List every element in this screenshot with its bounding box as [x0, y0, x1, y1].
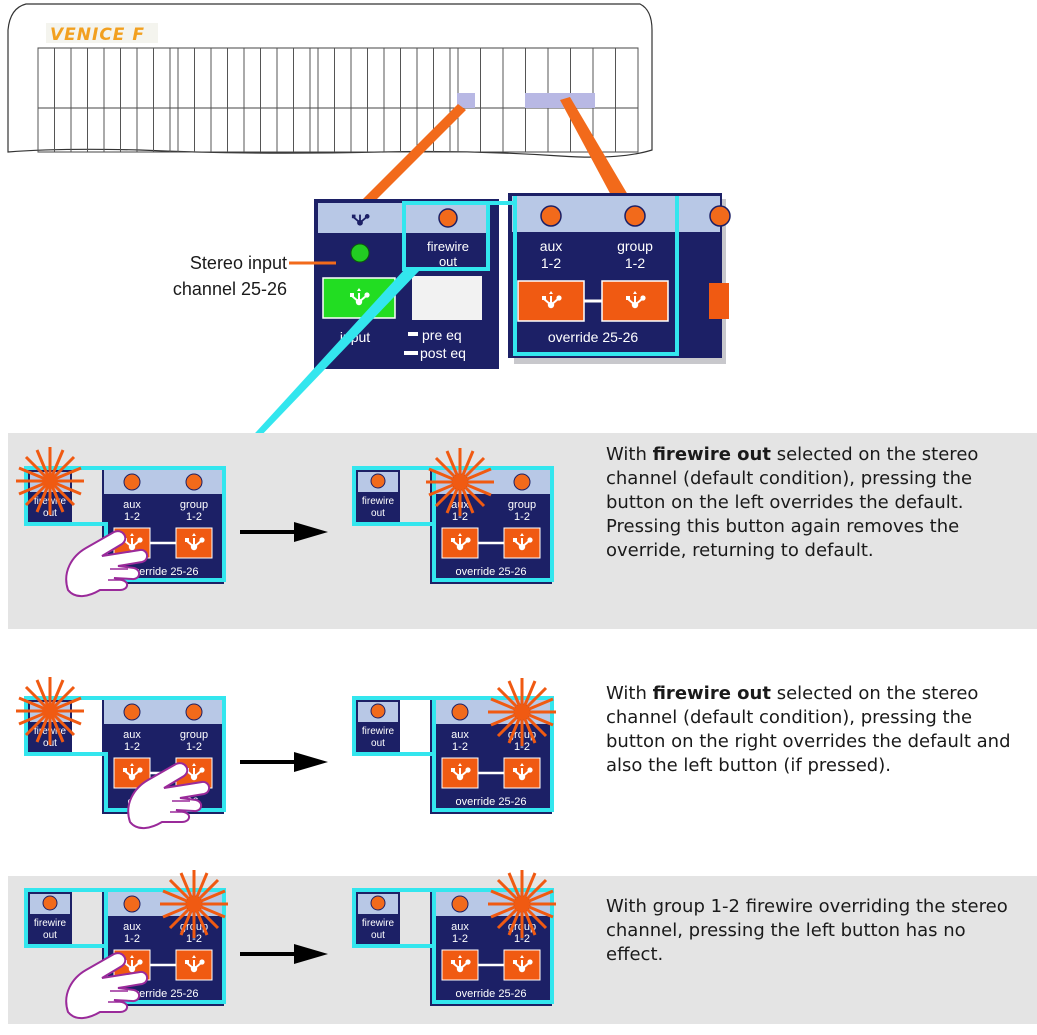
mini-group-led — [185, 703, 203, 721]
mini-firewire-label-1: firewire — [34, 918, 67, 929]
pre-post-eq-button[interactable] — [412, 276, 482, 320]
highlight-master-section — [525, 93, 595, 108]
caption-panel-3: With group 1-2 firewire overriding the s… — [606, 896, 1008, 965]
lit-led-burst — [14, 675, 86, 747]
lit-led-burst — [14, 445, 86, 517]
mini-aux-led — [451, 895, 469, 913]
caption-panel-2: With firewire out selected on the stereo… — [606, 683, 1011, 776]
mini-firewire-led — [370, 703, 386, 719]
svg-text:1-2: 1-2 — [625, 255, 645, 271]
mini-aux-label-2: 1-2 — [452, 933, 468, 945]
mini-firewire-label-1: firewire — [362, 726, 395, 737]
mini-aux-label-1: aux — [451, 921, 469, 933]
lit-led-burst — [424, 446, 496, 518]
callout-label-line1: Stereo input — [190, 253, 287, 273]
caption-panel-1: With firewire out selected on the stereo… — [606, 444, 979, 561]
svg-text:group: group — [617, 238, 653, 254]
mini-group-label-1: group — [180, 729, 208, 741]
group-led — [624, 205, 646, 227]
aux-led — [540, 205, 562, 227]
zoom-wedge — [225, 270, 420, 466]
mini-override-label: override 25-26 — [128, 566, 199, 578]
svg-text:aux: aux — [540, 238, 563, 254]
mini-aux-led — [451, 703, 469, 721]
input-led-green — [350, 243, 370, 263]
active-path-outline — [352, 696, 436, 756]
callout-label-line2: channel 25-26 — [173, 279, 287, 299]
mini-group-label-1: group — [508, 499, 536, 511]
mini-group-label-1: group — [180, 499, 208, 511]
lit-led-burst — [158, 868, 230, 940]
mini-aux-label-2: 1-2 — [452, 511, 468, 523]
mini-firewire-label-2: out — [371, 738, 385, 749]
mini-firewire-label-2: out — [43, 930, 57, 941]
mini-group-led — [513, 473, 531, 491]
firewire-out-label-1: firewire — [427, 239, 469, 254]
console-outline — [7, 3, 653, 158]
pointer-to-master — [560, 97, 628, 197]
override-label: override 25-26 — [548, 329, 638, 345]
mini-aux-label-1: aux — [451, 729, 469, 741]
active-path-outline — [352, 888, 436, 948]
firewire-out-label-2: out — [439, 254, 457, 269]
mini-firewire-label-1: firewire — [362, 496, 395, 507]
pointer-to-stereo — [360, 104, 466, 203]
mini-group-label-2: 1-2 — [514, 741, 530, 753]
mini-firewire-label-2: out — [371, 508, 385, 519]
mini-aux-led — [123, 895, 141, 913]
mini-aux-led — [123, 473, 141, 491]
venice-logo: VENICE F — [46, 23, 158, 45]
mini-firewire-led — [370, 473, 386, 489]
mini-override-label: override 25-26 — [128, 988, 199, 1000]
mini-group-label-2: 1-2 — [514, 511, 530, 523]
lit-led-burst — [486, 676, 558, 748]
mini-aux-label-2: 1-2 — [124, 511, 140, 523]
post-eq-label: post eq — [420, 345, 466, 361]
mini-override-label: override 25-26 — [456, 566, 527, 578]
mini-aux-led — [123, 703, 141, 721]
svg-text:1-2: 1-2 — [541, 255, 561, 271]
pre-eq-label: pre eq — [422, 327, 462, 343]
highlight-stereo-channel — [457, 93, 475, 108]
active-path-outline — [24, 696, 226, 812]
mini-aux-label-2: 1-2 — [124, 933, 140, 945]
mini-aux-label-1: aux — [123, 921, 141, 933]
mini-override-label: override 25-26 — [456, 988, 527, 1000]
mini-group-label-2: 1-2 — [186, 933, 202, 945]
svg-text:VENICE F: VENICE F — [50, 25, 145, 45]
active-path-outline — [352, 466, 436, 526]
mini-aux-label-2: 1-2 — [124, 741, 140, 753]
mini-aux-label-1: aux — [123, 499, 141, 511]
mini-aux-label-1: aux — [123, 729, 141, 741]
mini-firewire-label-2: out — [371, 930, 385, 941]
firewire-out-led — [438, 208, 458, 228]
lit-led-burst — [486, 868, 558, 940]
mini-group-label-2: 1-2 — [186, 511, 202, 523]
mini-group-label-2: 1-2 — [186, 741, 202, 753]
master-section-zoom: aux 1-2 group 1-2 override 25-26 — [403, 193, 731, 364]
mini-firewire-led — [370, 895, 386, 911]
active-path-outline — [24, 888, 108, 948]
mini-firewire-led — [42, 895, 58, 911]
mini-override-label: override 25-26 — [456, 796, 527, 808]
mini-group-led — [185, 473, 203, 491]
mini-aux-label-2: 1-2 — [452, 741, 468, 753]
mini-firewire-label-1: firewire — [362, 918, 395, 929]
mini-group-label-2: 1-2 — [514, 933, 530, 945]
firewire-icon — [351, 214, 370, 226]
